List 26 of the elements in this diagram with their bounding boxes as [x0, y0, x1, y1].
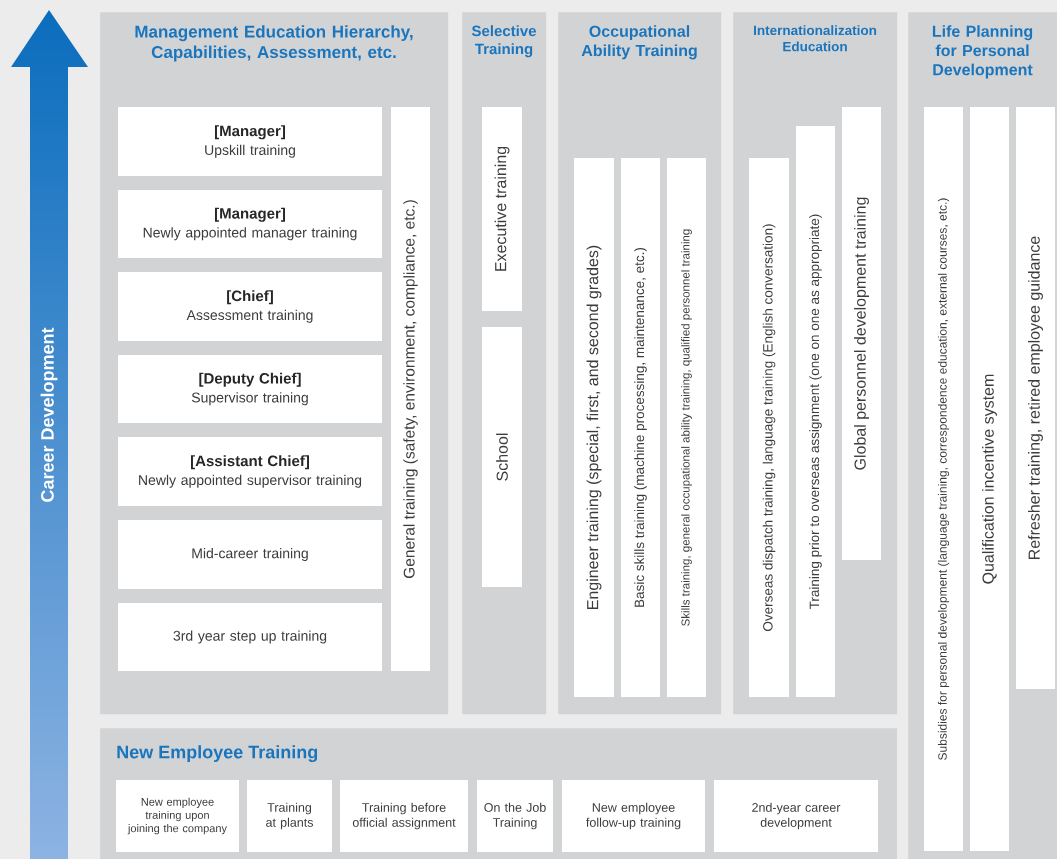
training-box: [Manager] Newly appointed manager training	[118, 190, 382, 258]
training-box: Training prior to overseas assignment (one on one as appropriate)	[796, 126, 835, 697]
training-box: [Assistant Chief] Newly appointed supervisor training	[118, 437, 382, 506]
training-box: Subsidies for personal development (language training, correspondence education, external courses, etc.)	[924, 107, 963, 851]
training-box: [Chief] Assessment training	[118, 272, 382, 341]
training-box: Training at plants	[247, 780, 332, 852]
training-box: On the Job Training	[477, 780, 553, 852]
training-box: New employee training upon joining the company	[116, 780, 239, 852]
training-box: New employee follow-up training	[562, 780, 705, 852]
training-box: Basic skills training (machine processing, maintenance, etc.)	[621, 158, 660, 697]
training-box: [Manager] Upskill training	[118, 107, 382, 176]
training-box: Refresher training, retired employee guidance	[1016, 107, 1055, 689]
training-box: General training (safety, environment, compliance, etc.)	[391, 107, 430, 671]
training-box: Qualification incentive system	[970, 107, 1009, 851]
training-box: Engineer training (special, first, and second grades)	[574, 158, 614, 697]
training-box: 2nd-year career development	[714, 780, 878, 852]
training-box: Executive training	[482, 107, 522, 311]
training-box: Training before official assignment	[340, 780, 468, 852]
training-box: Mid-career training	[118, 520, 382, 589]
training-box: 3rd year step up training	[118, 603, 382, 671]
arrow-label: Career Development	[40, 327, 58, 502]
training-box: Overseas dispatch training, language training (English conversation)	[749, 158, 789, 697]
training-box: [Deputy Chief] Supervisor training	[118, 355, 382, 423]
training-box: School	[482, 327, 522, 587]
training-box: Global personnel development training	[842, 107, 881, 560]
training-box: Skills training, general occupational ability training, qualified personnel training	[667, 158, 706, 697]
